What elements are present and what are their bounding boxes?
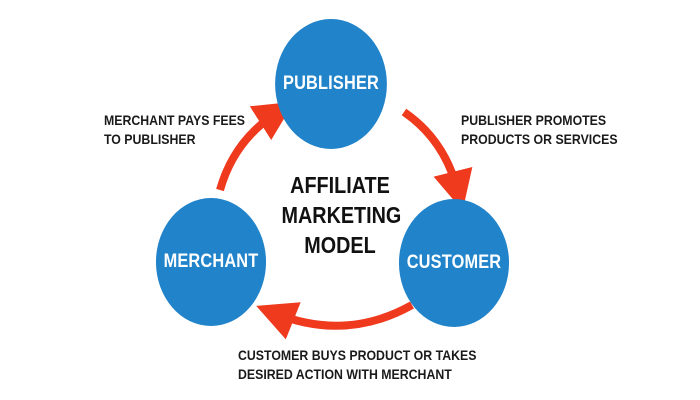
node-customer: CUSTOMER	[398, 199, 510, 327]
diagram-title: AFFILIATE MARKETING MODEL	[281, 172, 402, 258]
node-merchant-label: MERCHANT	[163, 251, 259, 272]
node-customer-label: CUSTOMER	[406, 252, 502, 273]
node-publisher: PUBLISHER	[275, 19, 387, 149]
arrow-publisher-to-customer	[401, 108, 473, 211]
arrow-merchant-to-publisher	[216, 101, 295, 192]
edge-label-customer-to-merchant: CUSTOMER BUYS PRODUCT OR TAKES DESIRED A…	[238, 347, 477, 382]
node-merchant: MERCHANT	[155, 198, 267, 326]
node-publisher-label: PUBLISHER	[283, 73, 379, 94]
arrow-customer-to-merchant	[256, 301, 414, 340]
edge-label-merchant-to-publisher: MERCHANT PAYS FEES TO PUBLISHER	[104, 112, 246, 147]
edge-label-publisher-to-customer: PUBLISHER PROMOTES PRODUCTS OR SERVICES	[461, 112, 618, 147]
